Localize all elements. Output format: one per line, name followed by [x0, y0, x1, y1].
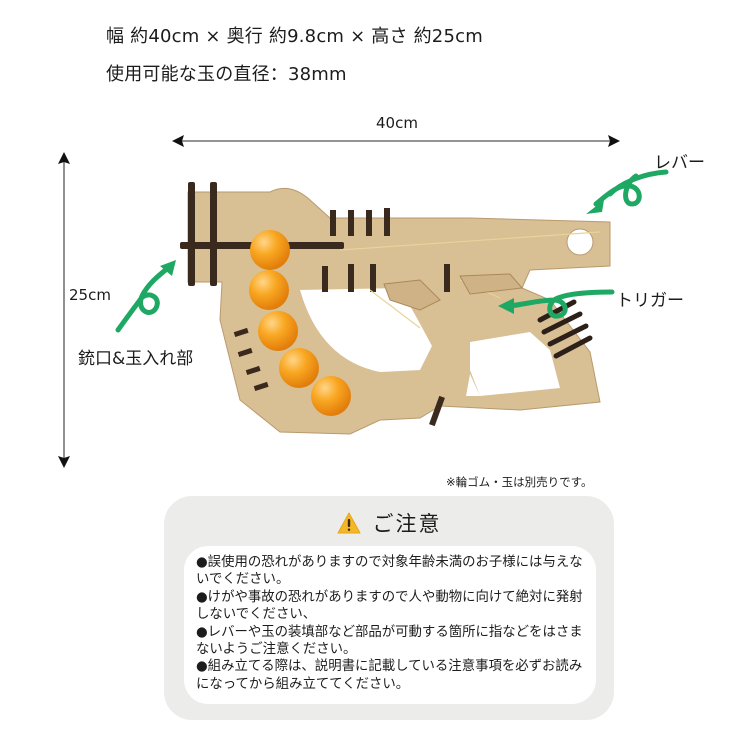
height-label: 25cm: [69, 286, 111, 304]
caution-item: ●誤使用の恐れがありますので対象年齢未満のお子様には与えないでください。: [196, 555, 583, 588]
caution-panel: ご注意 ●誤使用の恐れがありますので対象年齢未満のお子様には与えないでください。…: [164, 496, 614, 720]
trigger-callout-arrow: [498, 289, 615, 319]
caution-body: ●誤使用の恐れがありますので対象年齢未満のお子様には与えないでください。 ●けが…: [184, 546, 596, 704]
caution-item: ●組み立てる際は、説明書に記載している注意事項を必ずお読みになってから組み立てて…: [196, 659, 583, 692]
caution-header: ご注意: [164, 508, 614, 538]
caution-item: ●レバーや玉の装填部など部品が可動する箇所に指などをはさまないようご注意ください…: [196, 624, 583, 658]
width-dimension-arrow: [172, 135, 620, 147]
lever-callout-arrow: [586, 169, 669, 214]
muzzle-callout-arrow: [115, 260, 176, 333]
height-dimension-arrow: [58, 152, 70, 468]
warning-icon: [337, 512, 360, 534]
width-label: 40cm: [376, 114, 418, 132]
dimensions-spec: 幅 約40cm × 奥行 約9.8cm × 高さ 約25cm: [106, 26, 483, 47]
muzzle-label: 銃口&玉入れ部: [78, 349, 194, 369]
lever-label: レバー: [654, 153, 705, 173]
ball-diameter-spec: 使用可能な玉の直径：38mm: [106, 64, 347, 85]
rubber-band-gun-illustration: [180, 182, 611, 435]
caution-title: ご注意: [372, 512, 442, 536]
caution-list: ●誤使用の恐れがありますので対象年齢未満のお子様には与えないでください。 ●けが…: [196, 554, 591, 693]
trigger-label: トリガー: [616, 291, 684, 311]
caution-item: ●けがや事故の恐れがありますので人や動物に向けて絶対に発射しないでください、: [196, 589, 583, 623]
sold-separately-note: ※輪ゴム・玉は別売りです。: [446, 475, 593, 489]
